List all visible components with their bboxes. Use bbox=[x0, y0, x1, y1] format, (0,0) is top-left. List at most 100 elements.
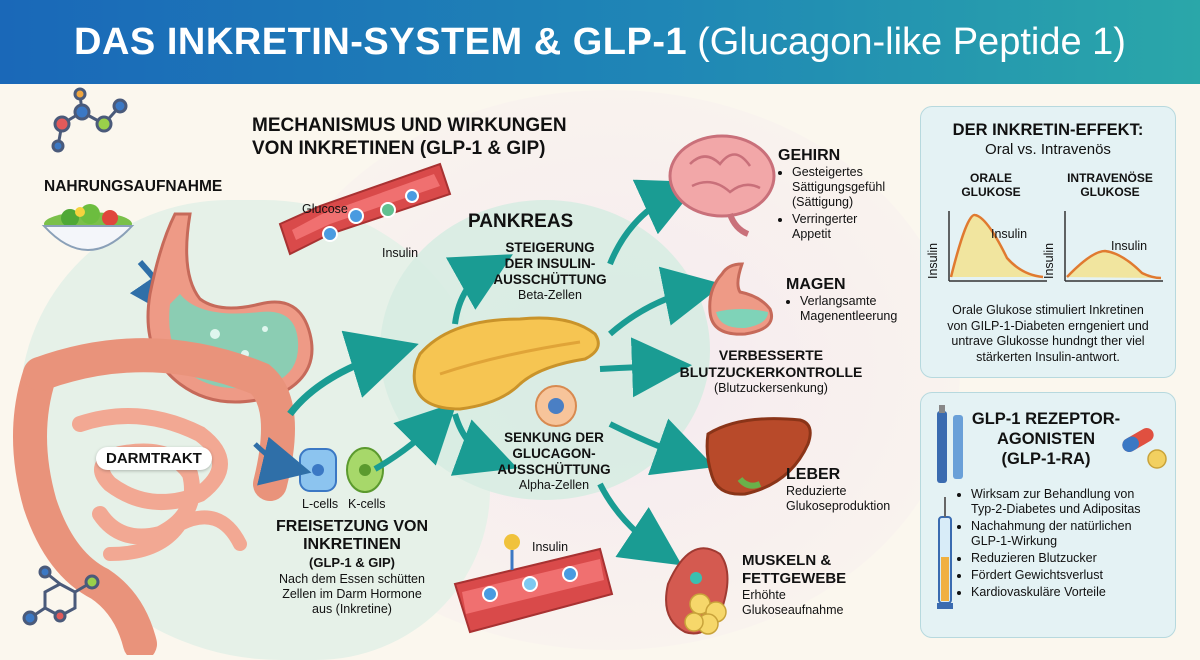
insulin-increase-block: STEIGERUNG DER INSULIN- AUSSCHÜTTUNG Bet… bbox=[480, 240, 620, 303]
agonist-item-3: Reduzieren Blutzucker bbox=[971, 551, 1183, 566]
blood-vessel-top bbox=[278, 162, 452, 256]
liver-block: LEBER Reduzierte Glukoseproduktion bbox=[786, 466, 916, 514]
bloodsugar-block: VERBESSERTE BLUTZUCKERKONTROLLE (Blutzuc… bbox=[666, 347, 876, 396]
liver-title: LEBER bbox=[786, 466, 841, 483]
agonists-list: Wirksam zur Behandlung vonTyp-2-Diabetes… bbox=[957, 487, 1183, 602]
incretin-effect-panel: DER INKRETIN-EFFEKT: Oral vs. Intravenös… bbox=[920, 106, 1176, 378]
alpha-cells-arrow bbox=[450, 413, 518, 476]
k-cells-label: K-cells bbox=[348, 497, 386, 511]
effect-mini-charts bbox=[948, 211, 1163, 282]
muscle-desc1: Erhöhte bbox=[742, 588, 786, 602]
alpha-cells-label: Alpha-Zellen bbox=[518, 478, 590, 492]
iv-axis-label: Insulin bbox=[1042, 242, 1056, 279]
k-cell-icon bbox=[346, 447, 384, 493]
bloodsugar-sub: (Blutzuckersenkung) bbox=[714, 381, 828, 395]
agonist-item-5: Kardiovaskuläre Vorteile bbox=[971, 585, 1183, 600]
molecule-bottom-icon bbox=[22, 565, 100, 626]
effect-description: Orale Glukose stimuliert Inkretinen von … bbox=[947, 303, 1149, 364]
insulin-top-label: Insulin bbox=[382, 246, 419, 260]
bloodsugar-line1: VERBESSERTE bbox=[718, 347, 824, 363]
mechanism-line1: MECHANISMUS UND WIRKUNGEN bbox=[252, 115, 567, 136]
gut-to-cells-arrow bbox=[253, 436, 312, 486]
liver-desc2: Glukoseproduktion bbox=[786, 499, 891, 513]
syringe-icon bbox=[937, 497, 953, 609]
liver-organ bbox=[705, 417, 812, 496]
effect-title: DER INKRETIN-EFFEKT: bbox=[952, 121, 1144, 139]
muscle-title1: MUSKELN & bbox=[742, 552, 832, 569]
salad-bowl-icon bbox=[41, 204, 135, 251]
release-line2: INKRETINEN bbox=[303, 536, 401, 553]
pen-injector-icon bbox=[937, 405, 963, 483]
glucagon-decrease-line2: GLUCAGON- bbox=[512, 446, 596, 461]
liver-desc1: Reduzierte bbox=[786, 484, 847, 498]
insulin-increase-line1: STEIGERUNG bbox=[505, 240, 595, 255]
glucagon-decrease-line3: AUSSCHÜTTUNG bbox=[497, 462, 611, 477]
brain-title: GEHIRN bbox=[778, 147, 841, 164]
stomach-title: MAGEN bbox=[786, 276, 846, 293]
agonists-title: GLP-1 REZEPTOR- AGONISTEN (GLP-1-RA) bbox=[971, 410, 1121, 468]
release-line3: (GLP-1 & GIP) bbox=[309, 555, 395, 570]
gut-to-pancreas-arrow bbox=[287, 330, 419, 417]
alpha-cell-icon bbox=[535, 385, 577, 427]
release-desc2: Zellen im Darm Hormone bbox=[282, 587, 422, 601]
pancreas-title: PANKREAS bbox=[468, 211, 574, 232]
muscle-desc2: Glukoseaufnahme bbox=[742, 603, 844, 617]
molecule-top-icon bbox=[51, 87, 128, 153]
release-desc1: Nach dem Essen schütten bbox=[279, 572, 425, 586]
intestine-organ bbox=[13, 338, 295, 655]
diagram-illustration bbox=[13, 87, 812, 655]
agonist-item-1: Wirksam zur Behandlung vonTyp-2-Diabetes… bbox=[971, 487, 1183, 517]
iv-curve-label: Insulin bbox=[1111, 239, 1148, 253]
insulin-bottom-label: Insulin bbox=[532, 540, 569, 554]
insulin-increase-line3: AUSSCHÜTTUNG bbox=[493, 272, 607, 287]
brain-effects-list: GesteigertesSättigungsgefühl(Sättigung) … bbox=[778, 165, 908, 242]
glucose-label: Glucose bbox=[302, 202, 348, 216]
to-stomach-arrow bbox=[608, 266, 724, 337]
effect-subtitle: Oral vs. Intravenös bbox=[985, 141, 1111, 158]
to-bloodsugar-arrow bbox=[599, 337, 692, 398]
mechanism-heading: MECHANISMUS UND WIRKUNGEN VON INKRETINEN… bbox=[252, 114, 642, 160]
l-cells-label: L-cells bbox=[302, 497, 339, 511]
oral-axis-label: Insulin bbox=[926, 242, 940, 279]
glucagon-decrease-block: SENKUNG DER GLUCAGON- AUSSCHÜTTUNG Alpha… bbox=[484, 430, 624, 493]
blood-vessel-bottom bbox=[453, 534, 614, 634]
agonist-item-4: Fördert Gewichtsverlust bbox=[971, 568, 1183, 583]
l-cell-icon bbox=[299, 448, 337, 492]
insulin-increase-line2: DER INSULIN- bbox=[504, 256, 596, 271]
glucagon-decrease-line1: SENKUNG DER bbox=[504, 430, 604, 445]
release-block: FREISETZUNG VON INKRETINEN (GLP-1 & GIP)… bbox=[272, 518, 432, 617]
page-title: DAS INKRETIN-SYSTEM & GLP-1 (Glucagon-li… bbox=[0, 0, 1200, 84]
pills-icon bbox=[1122, 428, 1167, 469]
agonists-panel: GLP-1 REZEPTOR- AGONISTEN (GLP-1-RA) Wir… bbox=[920, 392, 1176, 638]
beta-cells-arrow bbox=[445, 254, 513, 325]
gut-label: DARMTRAKT bbox=[96, 447, 212, 470]
to-muscle-arrow bbox=[597, 482, 682, 566]
muscle-block: MUSKELN & FETTGEWEBE Erhöhte Glukoseaufn… bbox=[742, 552, 872, 618]
muscle-title2: FETTGEWEBE bbox=[742, 570, 847, 587]
to-brain-arrow bbox=[607, 179, 700, 266]
intake-label: NAHRUNGSAUFNAHME bbox=[44, 178, 223, 195]
stomach-small-organ bbox=[708, 262, 773, 336]
pancreas-organ bbox=[412, 316, 600, 411]
title-bold: DAS INKRETIN-SYSTEM & GLP-1 bbox=[74, 20, 688, 63]
to-liver-arrow bbox=[608, 418, 715, 476]
cells-to-pancreas-arrow bbox=[373, 402, 457, 472]
oral-curve-label: Insulin bbox=[991, 227, 1028, 241]
title-rest: (Glucagon-like Peptide 1) bbox=[697, 20, 1126, 63]
mechanism-line2: VON INKRETINEN (GLP-1 & GIP) bbox=[252, 138, 546, 159]
release-desc3: aus (Inkretine) bbox=[312, 602, 392, 616]
header-banner: DAS INKRETIN-SYSTEM & GLP-1 (Glucagon-li… bbox=[0, 0, 1200, 84]
muscle-fat-organ bbox=[665, 547, 729, 635]
brain-organ bbox=[668, 134, 776, 237]
brain-block: GEHIRN GesteigertesSättigungsgefühl(Sätt… bbox=[778, 147, 908, 244]
bloodsugar-line2: BLUTZUCKERKONTROLLE bbox=[679, 364, 863, 380]
beta-cells-label: Beta-Zellen bbox=[518, 288, 582, 302]
